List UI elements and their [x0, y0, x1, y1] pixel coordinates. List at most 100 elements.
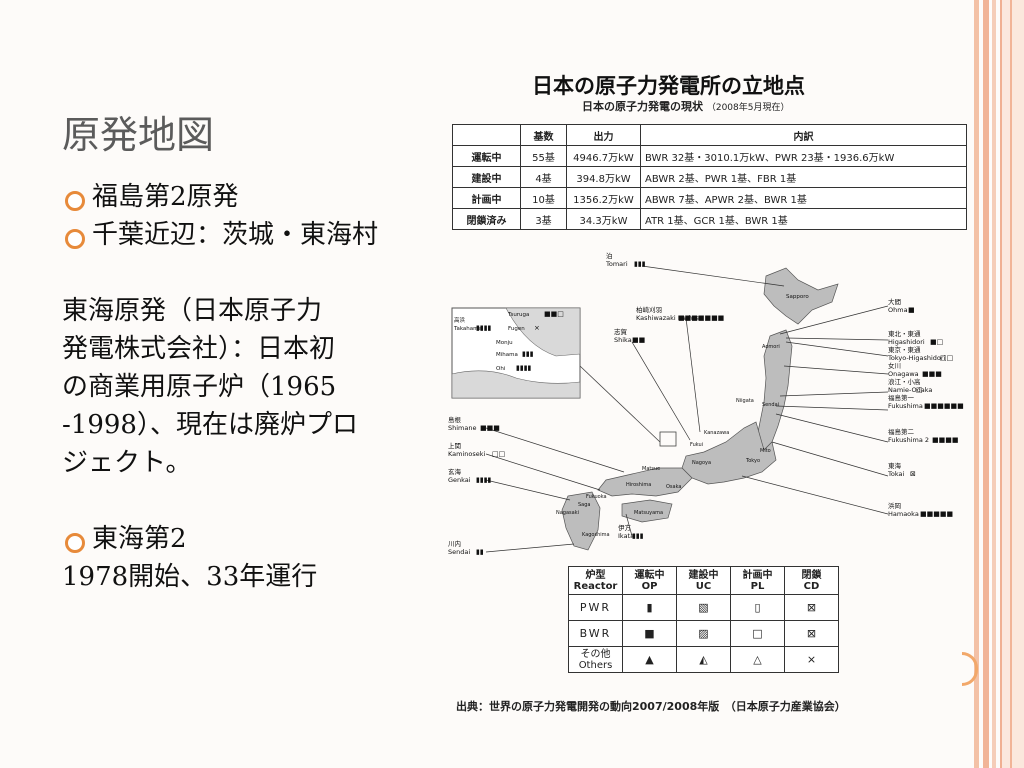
site-label-monju: Monju [496, 340, 513, 346]
site-label-namie-en: Namie-Odaka [888, 386, 932, 394]
paragraph-line: -1998）、現在は廃炉プロ [62, 410, 358, 440]
reactor-icon-group: ■■■■■■■ [678, 314, 724, 322]
legend-symbol: □ [730, 620, 785, 647]
table-row: 運転中 55基 4946.7万kW BWR 32基・3010.1万kW、PWR … [452, 145, 967, 167]
legend-symbol: ⊠ [784, 594, 839, 621]
site-label-shika: 志賀 [614, 327, 628, 336]
site-label-tomari-en: Tomari [605, 260, 628, 268]
reactor-icon-group: ▮▮▮ [634, 260, 646, 268]
japan-nuclear-map-figure: 日本の原子力発電所の立地点 日本の原子力発電の現状 （2008年5月現在） 基数… [446, 66, 976, 720]
reactor-symbols: ▮▮▮ ■■■■■■■ ■■ ■ ■□ □□ ■■■ □ ■■■■■■ ■■■■… [476, 260, 964, 556]
slide-title: 原発地図 [62, 113, 215, 157]
slide-content: 福島第2原発 千葉近辺：茨城・東海村 東海原発（日本原子力 発電株式会社）：日本… [62, 178, 442, 596]
site-label-onagawa: 女川 [888, 361, 901, 370]
site-label-tsuruga: Tsuruga [507, 312, 529, 318]
figure-subtitle-date: （2008年5月現在） [706, 103, 790, 113]
bullet-item: 東海第2 [62, 520, 442, 558]
legend-row-label: PWR [568, 594, 623, 621]
reactor-icon-group: □ [916, 386, 923, 394]
japan-map: 泊 Tomari 柏崎刈羽 Kashiwazaki Kariwa 志賀 Shik… [448, 251, 964, 556]
table-header: 出力 [566, 124, 641, 146]
table-row: 閉鎖済み 3基 34.3万kW ATR 1基、GCR 1基、BWR 1基 [452, 208, 967, 230]
site-label-shimane: 島根 [448, 415, 462, 424]
city-label-saga: Saga [578, 502, 590, 508]
reactor-icon-group: ▮▮▮▮ [476, 324, 492, 332]
table-cell: 建設中 [452, 166, 521, 188]
table-cell: 運転中 [452, 145, 521, 167]
legend-symbol: ⨯ [784, 646, 839, 673]
figure-title: 日本の原子力発電所の立地点 [532, 74, 805, 98]
reactor-icon-group: ▮▮▮ [632, 532, 644, 540]
table-cell: 4946.7万kW [566, 145, 641, 167]
city-label-kagoshima: Kagoshima [582, 532, 610, 538]
site-label-tokyo-higashidori-en: Tokyo-Higashidori [887, 354, 946, 362]
reactor-icon-group: ■ [908, 306, 915, 314]
table-cell: 34.3万kW [566, 208, 641, 230]
bullet-item: 福島第2原発 [62, 178, 442, 216]
table-row: 建設中 4基 394.8万kW ABWR 2基、PWR 1基、FBR 1基 [452, 166, 967, 188]
legend-symbol: ▯ [730, 594, 785, 621]
shikoku-landmass [621, 499, 673, 523]
city-label-mito: Mito [760, 448, 771, 454]
legend-symbol: ▮ [622, 594, 677, 621]
site-label-fukushima1-en: Fukushima 1 [888, 402, 929, 410]
decorative-stripes [974, 0, 1024, 768]
chugoku-landmass [597, 467, 693, 497]
figure-subtitle-text: 日本の原子力発電の現状 [582, 100, 703, 113]
reactor-icon-group: ■■□ [544, 310, 564, 318]
legend-symbol: ◭ [676, 646, 731, 673]
kyushu-landmass [561, 491, 601, 551]
table-header: 基数 [520, 124, 567, 146]
reactor-icon-group: ■■■■■ [920, 510, 953, 518]
table-cell: 3基 [520, 208, 567, 230]
city-label-niigata: Niigata [736, 398, 754, 404]
table-cell: ATR 1基、GCR 1基、BWR 1基 [640, 208, 967, 230]
site-label-fugen: Fugen [508, 326, 525, 332]
city-label-fukui: Fukui [690, 442, 703, 448]
site-label-ikata: 伊方 [618, 523, 632, 532]
paragraph: 東海原発（日本原子力 発電株式会社）：日本初 の商業用原子炉（1965 -199… [62, 292, 442, 482]
reactor-icon-group: ⨯ [534, 324, 540, 332]
bullet-item: 千葉近辺：茨城・東海村 [62, 216, 442, 254]
site-label-higashidori-en: Higashidori [888, 338, 925, 346]
site-label-sendai-en: Sendai [448, 548, 470, 556]
legend-symbol: △ [730, 646, 785, 673]
paragraph-line: の商業用原子炉（1965 [62, 372, 337, 402]
city-label-kanazawa: Kanazawa [704, 430, 729, 436]
city-label-nagasaki: Nagasaki [556, 510, 579, 516]
city-label-sendai: Sendai [762, 402, 779, 408]
site-label-fukushima1: 福島第一 [888, 393, 915, 402]
legend-symbol: ■ [622, 620, 677, 647]
site-label-genkai-en: Genkai [448, 476, 471, 484]
city-label-hiroshima: Hiroshima [626, 482, 651, 488]
table-cell: 10基 [520, 187, 567, 209]
reactor-icon-group: ▮▮▮▮ [516, 364, 532, 372]
city-label-nagoya: Nagoya [692, 460, 711, 466]
table-cell: ABWR 7基、APWR 2基、BWR 1基 [640, 187, 967, 209]
city-label-osaka: Osaka [666, 484, 681, 490]
table-cell: BWR 32基・3010.1万kW、PWR 23基・1936.6万kW [640, 145, 967, 167]
site-label-higashidori: 東北・東通 [888, 329, 921, 338]
reactor-icon-group: ■■■ [922, 370, 942, 378]
paragraph-line: ジェクト。 [62, 448, 192, 478]
legend-symbol: ⊠ [784, 620, 839, 647]
table-cell: 394.8万kW [566, 166, 641, 188]
site-label-tomari: 泊 [606, 251, 613, 260]
site-label-takahama-en: Takahama [453, 326, 482, 332]
site-label-ikata-en: Ikata [618, 532, 634, 540]
legend-symbol: ▨ [676, 620, 731, 647]
legend-symbol: ▲ [622, 646, 677, 673]
paragraph-line: 発電株式会社）：日本初 [62, 334, 336, 364]
city-label-matsuyama: Matsuyama [634, 510, 663, 516]
legend-row: PWR ▮ ▧ ▯ ⊠ [568, 594, 839, 621]
inset-leader [579, 365, 661, 443]
table-header-row: 基数 出力 内訳 [452, 124, 967, 146]
site-label-kaminoseki: 上関 [448, 441, 461, 450]
site-label-ohma-en: Ohma [888, 306, 908, 314]
